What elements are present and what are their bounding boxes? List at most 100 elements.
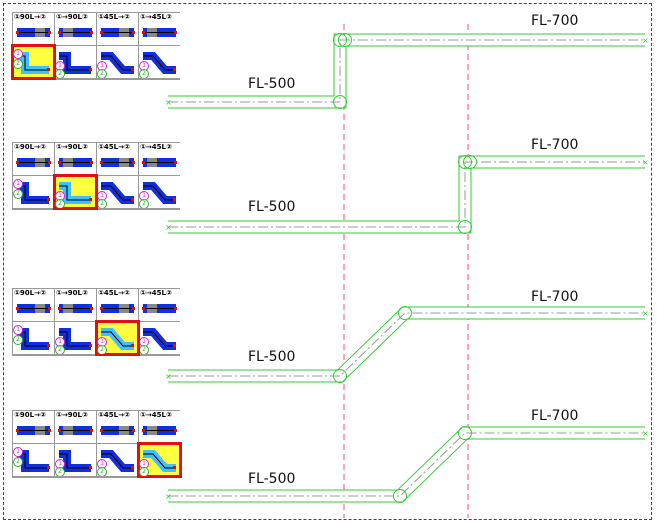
connection-option-straight-2[interactable]: ①→90L② bbox=[55, 289, 96, 321]
point-2-icon: 2 bbox=[13, 457, 23, 467]
pipe-body bbox=[168, 427, 645, 502]
bend-pipe-icon bbox=[101, 182, 134, 204]
connection-option-straight-4[interactable]: ①→45L② bbox=[139, 13, 180, 45]
point-2-icon: 2 bbox=[139, 345, 149, 354]
option-label: ①90L→② bbox=[14, 143, 46, 151]
straight-pipe-icon bbox=[142, 304, 177, 313]
connection-option-straight-3[interactable]: ①45L→② bbox=[97, 289, 138, 321]
connection-option-straight-3[interactable]: ①45L→② bbox=[97, 411, 138, 443]
elbow-fitting[interactable] bbox=[333, 33, 347, 47]
end-marker: × bbox=[165, 372, 172, 381]
option-label: ①90L→② bbox=[14, 289, 46, 297]
point-2-icon: 2 bbox=[55, 69, 65, 78]
pipe-route-2[interactable]: ×× bbox=[165, 155, 649, 234]
point-2-icon: 2 bbox=[55, 467, 65, 476]
pipe-body bbox=[168, 307, 645, 382]
elbow-fitting[interactable] bbox=[458, 426, 472, 440]
connection-option-straight-4[interactable]: ①→45L② bbox=[139, 289, 180, 321]
point-2-icon: 2 bbox=[97, 199, 107, 208]
straight-pipe-icon bbox=[58, 158, 93, 167]
connection-option-straight-2[interactable]: ①→90L② bbox=[55, 143, 96, 175]
elbow-fitting[interactable] bbox=[398, 306, 412, 320]
elbow-fitting[interactable] bbox=[463, 155, 477, 169]
option-label: ①45L→② bbox=[98, 289, 130, 297]
point-2-icon: 2 bbox=[97, 467, 107, 476]
connection-option-straight-4[interactable]: ①→45L② bbox=[139, 411, 180, 443]
pipe-body bbox=[168, 34, 645, 108]
point-2-icon: 2 bbox=[13, 335, 23, 345]
elbow-fitting[interactable] bbox=[458, 155, 472, 169]
pipe-route-4[interactable]: ×× bbox=[165, 426, 649, 503]
connection-option-straight-3[interactable]: ①45L→② bbox=[97, 143, 138, 175]
pipe-label-fl700: FL-700 bbox=[531, 408, 579, 424]
point-2-icon: 2 bbox=[97, 345, 107, 354]
pipe-label-fl700: FL-700 bbox=[531, 13, 579, 29]
viewport-border bbox=[3, 3, 652, 520]
option-label: ①→45L② bbox=[140, 143, 172, 151]
connection-option-straight-1[interactable]: ①90L→② bbox=[13, 143, 54, 175]
option-label: ①90L→② bbox=[14, 13, 46, 21]
point-2-icon: 2 bbox=[139, 199, 149, 208]
option-label: ①45L→② bbox=[98, 143, 130, 151]
pipe-body bbox=[168, 156, 645, 233]
bend-pipe-icon bbox=[143, 182, 176, 204]
option-label: ①→90L② bbox=[56, 289, 88, 297]
pipe-outline bbox=[168, 306, 645, 383]
end-marker: × bbox=[165, 98, 172, 107]
straight-pipe-icon bbox=[100, 426, 135, 435]
straight-pipe-icon bbox=[58, 426, 93, 435]
connection-option-straight-2[interactable]: ①→90L② bbox=[55, 13, 96, 45]
option-label: ①90L→② bbox=[14, 411, 46, 419]
straight-pipe-icon bbox=[100, 28, 135, 37]
end-marker: × bbox=[642, 36, 649, 45]
pipe-outline bbox=[168, 33, 645, 109]
bend-pipe-icon bbox=[59, 52, 92, 74]
connection-option-straight-1[interactable]: ①90L→② bbox=[13, 13, 54, 45]
pipe-label-fl700: FL-700 bbox=[531, 289, 579, 305]
end-marker: × bbox=[165, 492, 172, 501]
elbow-fitting[interactable] bbox=[458, 220, 472, 234]
bend-pipe-icon bbox=[59, 450, 92, 472]
connection-option-straight-2[interactable]: ①→90L② bbox=[55, 411, 96, 443]
end-marker: × bbox=[642, 429, 649, 438]
elbow-fitting[interactable] bbox=[393, 489, 407, 503]
bend-pipe-icon bbox=[59, 328, 92, 350]
pipe-label-fl700: FL-700 bbox=[531, 137, 579, 153]
connection-option-straight-4[interactable]: ①→45L② bbox=[139, 143, 180, 175]
straight-pipe-icon bbox=[16, 426, 51, 435]
elbow-fitting[interactable] bbox=[333, 369, 347, 383]
point-2-icon: 2 bbox=[55, 199, 65, 208]
connection-option-straight-3[interactable]: ①45L→② bbox=[97, 13, 138, 45]
elbow-fitting[interactable] bbox=[338, 33, 352, 47]
pipe-label-fl500: FL-500 bbox=[248, 76, 296, 92]
pipe-route-1[interactable]: ×× bbox=[165, 33, 649, 109]
point-1-icon: 1 bbox=[13, 179, 23, 189]
pipe-route-3[interactable]: ×× bbox=[165, 306, 649, 383]
bend-pipe-icon bbox=[143, 328, 176, 350]
straight-pipe-icon bbox=[16, 304, 51, 313]
option-label: ①→45L② bbox=[140, 13, 172, 21]
pipe-centerline bbox=[168, 432, 645, 497]
connection-option-straight-1[interactable]: ①90L→② bbox=[13, 289, 54, 321]
connection-option-straight-1[interactable]: ①90L→② bbox=[13, 411, 54, 443]
elbow-fitting[interactable] bbox=[333, 95, 347, 109]
